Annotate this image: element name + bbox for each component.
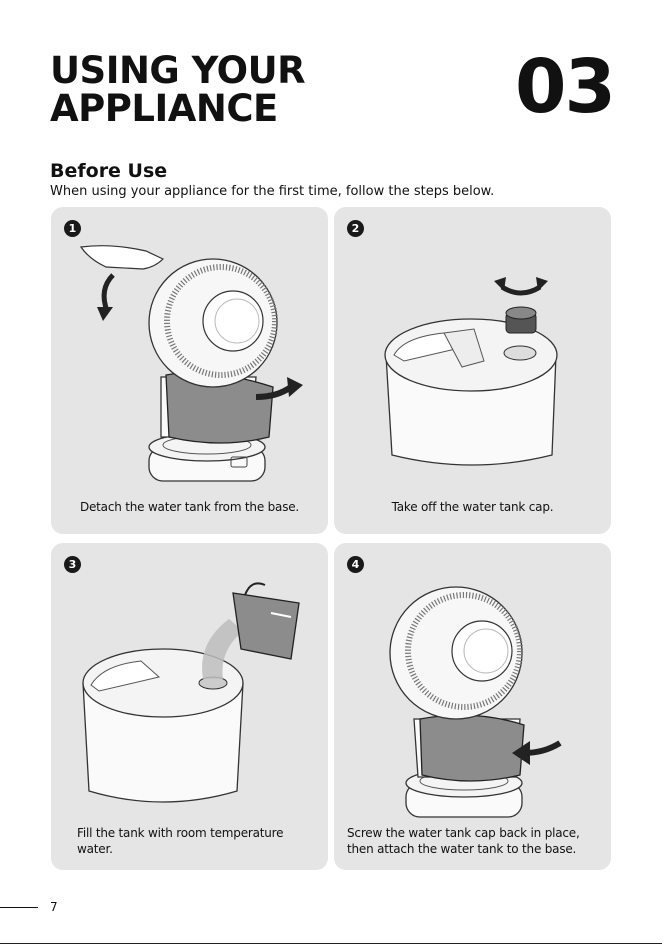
step-4-illustration xyxy=(389,586,562,818)
title-line-1: USING YOUR xyxy=(50,49,306,92)
step-1-illustration xyxy=(79,245,303,482)
step-4-caption: Screw the water tank cap back in place, … xyxy=(347,826,580,856)
step-4-number: 4 xyxy=(347,556,364,573)
step-4-panel: 4 Screw the water tank cap back in place… xyxy=(334,543,611,870)
bottom-rule xyxy=(0,943,662,944)
step-2-panel: 2 Take off the water tank cap. xyxy=(334,207,611,534)
step-2-number: 2 xyxy=(347,220,364,237)
chapter-number: 03 xyxy=(515,44,616,130)
step-1-panel: 1 Detach the water tank from the base. xyxy=(51,207,328,534)
step-2-illustration xyxy=(384,277,558,466)
title-line-2: APPLIANCE xyxy=(50,87,278,130)
page-title: USING YOUR APPLIANCE xyxy=(50,49,306,130)
section-heading: Before Use xyxy=(50,160,168,182)
step-3-number: 3 xyxy=(64,556,81,573)
step-3-caption: Fill the tank with room temperature wate… xyxy=(77,826,284,856)
step-1-number: 1 xyxy=(64,220,81,237)
step-3-illustration xyxy=(82,582,300,803)
section-intro: When using your appliance for the first … xyxy=(50,184,495,199)
step-2-caption: Take off the water tank cap. xyxy=(391,500,554,514)
footer-line xyxy=(0,907,38,908)
step-1-caption: Detach the water tank from the base. xyxy=(79,500,300,514)
page-number: 7 xyxy=(50,900,58,914)
step-3-panel: 3 Fill the tank with room temperature wa… xyxy=(51,543,328,870)
